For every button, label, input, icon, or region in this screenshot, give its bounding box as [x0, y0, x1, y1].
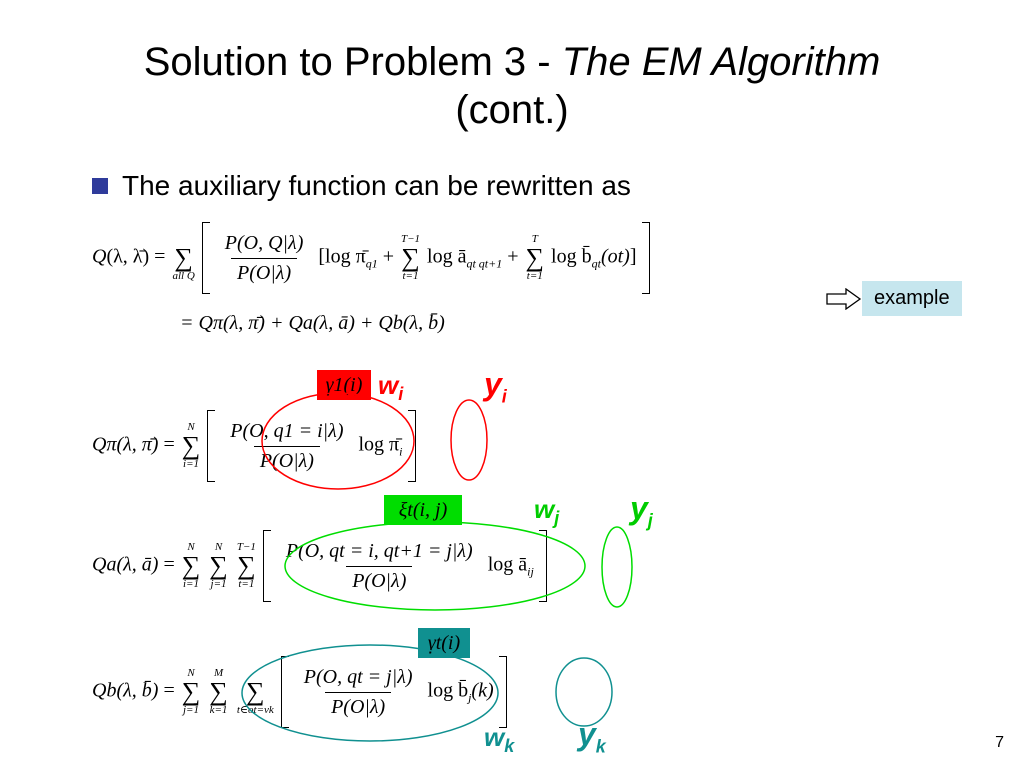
equation-auxiliary: Q(λ, λ̄) = ∑all Q P(O, Q|λ)P(O|λ) [log π… [92, 222, 650, 294]
title-main: Solution to Problem 3 - [143, 40, 562, 84]
eq1-fraction: P(O, Q|λ)P(O|λ) [224, 231, 304, 284]
eqa-fraction: P(O, qt = i, qt+1 = j|λ)P(O|λ) [285, 539, 473, 592]
eqa-lhs: Qa(λ, ā) [92, 553, 159, 576]
bullet-square-icon [92, 178, 108, 194]
oval-teal-fraction [241, 644, 499, 742]
arrow-right-icon [826, 287, 862, 310]
slide-title: Solution to Problem 3 - The EM Algorithm… [0, 38, 1024, 134]
eq1-bracket-left [201, 222, 210, 294]
eq1-bracket-right [641, 222, 650, 294]
eqpi-lhs: Qπ(λ, π̄) [92, 433, 159, 456]
oval-teal-b [555, 657, 613, 727]
w-j-label: wj [534, 494, 560, 529]
w-i-label: wi [378, 370, 404, 405]
eq1-log2: log ā [427, 245, 467, 268]
eq1-sum3: T∑t=1 [525, 233, 545, 282]
equation-decomposition: = Qπ(λ, π̄) + Qa(λ, ā) + Qb(λ, b̄) [180, 312, 445, 334]
equation-q-b: Qb(λ, b̄) = N∑j=1 M∑k=1 ∑t∈ot=vk P(O, qt… [92, 656, 507, 728]
eqpi-fraction: P(O, q1 = i|λ)P(O|λ) [230, 419, 344, 472]
example-button[interactable]: example [862, 281, 962, 316]
eqpi-log: log π̄ [358, 433, 400, 456]
oval-red-fraction [261, 392, 415, 490]
example-link[interactable]: example [826, 281, 962, 316]
eq1-bracket-open: [ [318, 245, 326, 268]
title-cont: (cont.) [455, 88, 569, 132]
equation-q-a: Qa(λ, ā) = N∑i=1 N∑j=1 T−1∑t=1 P(O, qt =… [92, 530, 547, 602]
eqa-log: log ā [487, 553, 528, 576]
eq1-sum2: T−1∑t=1 [400, 233, 421, 282]
eq1-lhs-args: (λ, λ̄) [106, 245, 150, 268]
equation-q-pi: Qπ(λ, π̄) = N∑i=1 P(O, q1 = i|λ)P(O|λ) l… [92, 410, 416, 482]
eqpi-sum: N∑i=1 [181, 421, 201, 470]
bullet-point: The auxiliary function can be rewritten … [92, 170, 631, 202]
gamma1-box: γ1(i) [317, 370, 371, 400]
page-number: 7 [995, 734, 1004, 751]
y-j-label: yj [630, 490, 653, 531]
oval-green-fraction [284, 521, 586, 611]
w-k-label: wk [484, 722, 515, 757]
eqb-lhs: Qb(λ, b̄) [92, 679, 159, 702]
eq1-log1: log π̄ [325, 245, 366, 268]
eq1-lhs: Q [92, 245, 107, 268]
oval-red-pi [450, 399, 488, 481]
title-emphasis: The EM Algorithm [561, 40, 881, 84]
bullet-text: The auxiliary function can be rewritten … [122, 170, 631, 201]
eq1-equals: = [154, 245, 166, 268]
eqb-fraction: P(O, qt = j|λ)P(O|λ) [303, 665, 413, 718]
oval-green-a [601, 526, 633, 608]
y-i-label: yi [484, 366, 507, 407]
eq1-sum: ∑all Q [172, 243, 195, 282]
eqb-log: log b̄ [427, 679, 469, 702]
eq1-log3: log b̄ [551, 245, 592, 268]
xi-box: ξt(i, j) [384, 495, 462, 525]
